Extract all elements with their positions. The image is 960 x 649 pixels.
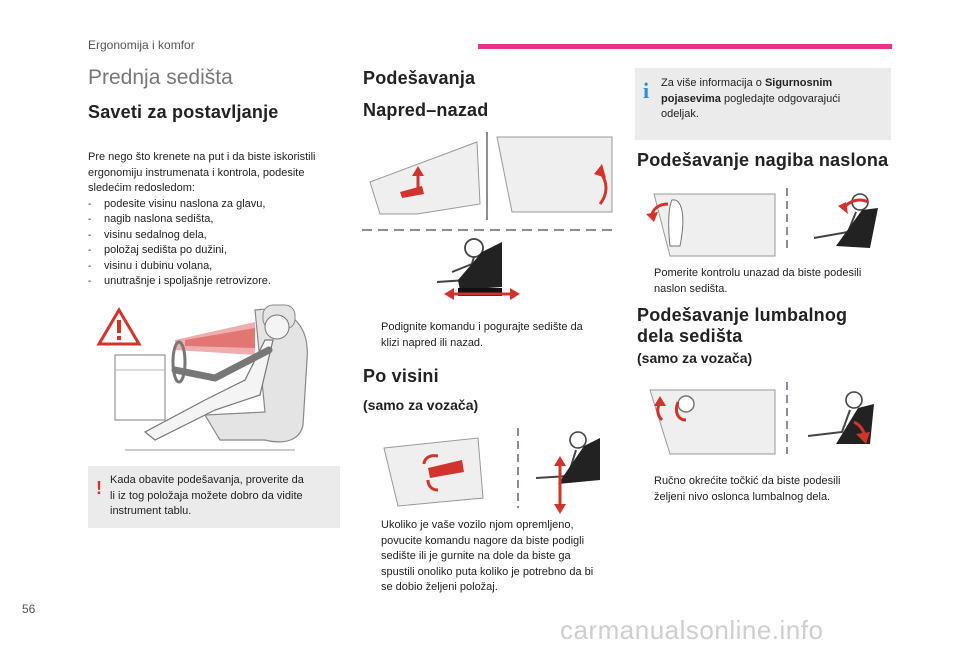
bullet-line: željeni nivo oslonca lumbalnog dela. [654, 490, 831, 503]
note-text: Kada obavite podešavanja, proverite da l… [110, 473, 335, 520]
heading-nagib-naslona: Podešavanje nagiba naslona [637, 150, 889, 170]
heading-lumbalni-deo: Podešavanje lumbalnog dela sedišta [637, 305, 847, 347]
list-item: -visinu i dubinu volana, [88, 259, 213, 272]
note-line: li iz tog položaja možete dobro da vidit… [110, 489, 303, 502]
heading-napred-nazad: Napred–nazad [363, 100, 489, 120]
recline-illustration [646, 188, 878, 257]
note-line: Kada obavite podešavanja, proverite da [110, 474, 304, 486]
exclamation-icon: ! [96, 478, 102, 498]
list-item: -nagib naslona sedišta, [88, 213, 214, 225]
bullet-marker [638, 266, 654, 282]
bullet-fore-aft: Podignite komandu i pogurajte sedište da… [365, 320, 610, 351]
info-box: i Za više informacija o Sigurnosnim poja… [635, 68, 891, 140]
list-item: -položaj sedišta po dužini, [88, 244, 227, 256]
lumbar-illustration [649, 382, 874, 455]
bullet-lumbar: Ručno okrećite točkić da biste podesili … [638, 474, 890, 505]
bullet-line: naslon sedišta. [654, 282, 728, 295]
bullet-height: Ukoliko je vaše vozilo njom opremljeno, … [365, 518, 617, 596]
info-link-text: pojasevima [661, 92, 721, 105]
note-box: ! Kada obavite podešavanja, proverite da… [88, 466, 340, 528]
list-item: -visinu sedalnog dela, [88, 228, 207, 241]
bullet-line: Podignite komandu i pogurajte sedište da [381, 321, 583, 333]
list-item: -unutrašnje i spoljašnje retrovizore. [88, 275, 271, 287]
watermark: carmanualsonline.info [560, 615, 824, 645]
heading-saveti: Saveti za postavljanje [88, 102, 279, 122]
warning-triangle-icon [96, 307, 142, 346]
header-accent-bar [478, 44, 892, 49]
intro-paragraph: Pre nego što krenete na put i da biste i… [88, 150, 358, 290]
subheading-samo-za-vozaca: (samo za vozača) [637, 350, 753, 366]
list-item: -podesite visinu naslona za glavu, [88, 197, 266, 210]
fore-aft-illustration [362, 132, 613, 300]
bullet-line: Pomerite kontrolu unazad da biste podesi… [654, 267, 862, 279]
info-icon: i [643, 78, 650, 103]
bullet-line: sedište ili je gurnite na dole da biste … [381, 550, 571, 562]
heading-line: Podešavanje lumbalnog [637, 305, 848, 325]
bullet-line: povucite komandu nagore da biste podigli [381, 534, 585, 547]
driver-position-illustration [96, 304, 308, 451]
bullet-marker [638, 474, 654, 490]
info-link-text: Sigurnosnim [764, 77, 833, 89]
heading-podesavanja: Podešavanja [363, 68, 476, 88]
bullet-line: Ukoliko je vaše vozilo njom opremljeno, [381, 519, 574, 531]
intro-line: sledećim redosledom: [88, 182, 195, 194]
page-number: 56 [22, 602, 36, 616]
info-text-part: pogledajte odgovarajući [720, 92, 841, 105]
bullet-recline: Pomerite kontrolu unazad da biste podesi… [638, 266, 890, 297]
height-illustration [383, 428, 600, 514]
info-text-part: odeljak. [661, 108, 699, 120]
info-text: Za više informacija o Sigurnosnim pojase… [661, 76, 886, 123]
note-line: instrument tablu. [110, 505, 192, 517]
section-title: Ergonomija i komfor [88, 38, 195, 52]
info-text-part: Za više informacija o [661, 77, 765, 89]
intro-line: ergonomiju instrumenata i kontrola, pode… [88, 166, 305, 179]
bullet-marker [365, 320, 381, 336]
bullet-line: klizi napred ili nazad. [381, 336, 484, 349]
subheading-samo-za-vozaca: (samo za vozača) [363, 397, 479, 413]
heading-po-visini: Po visini [363, 366, 439, 386]
bullet-line: spustili onoliko puta koliko je potrebno… [381, 565, 594, 578]
bullet-line: se dobio željeni položaj. [381, 581, 498, 593]
bullet-marker [365, 518, 381, 534]
bullet-line: Ručno okrećite točkić da biste podesili [654, 475, 841, 487]
heading-line: dela sedišta [637, 326, 743, 346]
page-title: Prednja sedišta [88, 66, 233, 89]
intro-line: Pre nego što krenete na put i da biste i… [88, 151, 316, 163]
